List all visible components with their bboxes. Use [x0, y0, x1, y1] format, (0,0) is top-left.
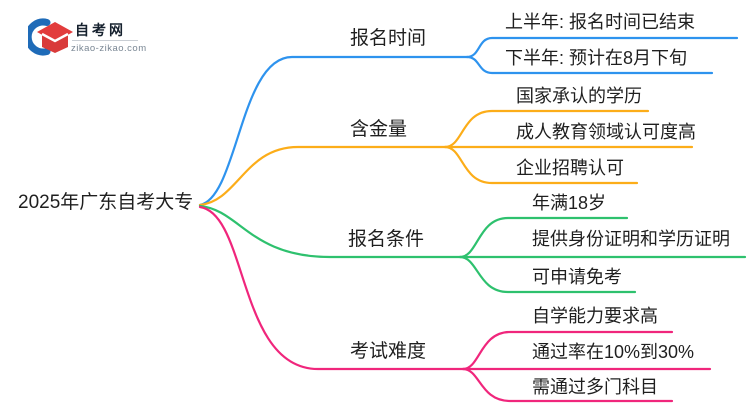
logo-divider — [72, 40, 138, 41]
branch-connector-credential-value — [198, 109, 694, 207]
child-node-state-recognized[interactable]: 国家承认的学历 — [516, 86, 642, 106]
branch-node-registration-time[interactable]: 报名时间 — [350, 28, 427, 49]
branch-connector-registration-time — [198, 36, 739, 207]
branch-node-registration-requirements[interactable]: 报名条件 — [348, 229, 425, 250]
root-node[interactable]: 2025年广东自考大专 — [18, 192, 194, 213]
branch-node-credential-value[interactable]: 含金量 — [350, 119, 408, 140]
child-node-adult-education-recognition[interactable]: 成人教育领域认可度高 — [516, 122, 696, 142]
logo-site-name: 自考网 — [75, 22, 126, 38]
child-node-second-half[interactable]: 下半年: 预计在8月下旬 — [505, 48, 688, 68]
logo-site-url: zikao-zikao.com — [71, 43, 147, 54]
child-node-multiple-subjects[interactable]: 需通过多门科目 — [532, 377, 658, 397]
child-node-age-requirement[interactable]: 年满18岁 — [532, 193, 607, 213]
child-node-first-half[interactable]: 上半年: 报名时间已结束 — [505, 12, 696, 32]
branch-connector-registration-requirements — [198, 204, 747, 294]
branch-node-exam-difficulty[interactable]: 考试难度 — [350, 341, 427, 362]
child-node-exam-exemption[interactable]: 可申请免考 — [532, 267, 622, 287]
graduation-cap-icon — [28, 18, 73, 56]
child-node-identity-proof[interactable]: 提供身份证明和学历证明 — [532, 229, 730, 249]
branch-connector-exam-difficulty — [198, 205, 712, 403]
child-node-pass-rate[interactable]: 通过率在10%到30% — [532, 342, 695, 362]
site-logo: 自考网 zikao-zikao.com — [28, 12, 158, 60]
child-node-employer-recognition[interactable]: 企业招聘认可 — [516, 158, 624, 178]
child-node-self-study-ability[interactable]: 自学能力要求高 — [532, 306, 658, 326]
